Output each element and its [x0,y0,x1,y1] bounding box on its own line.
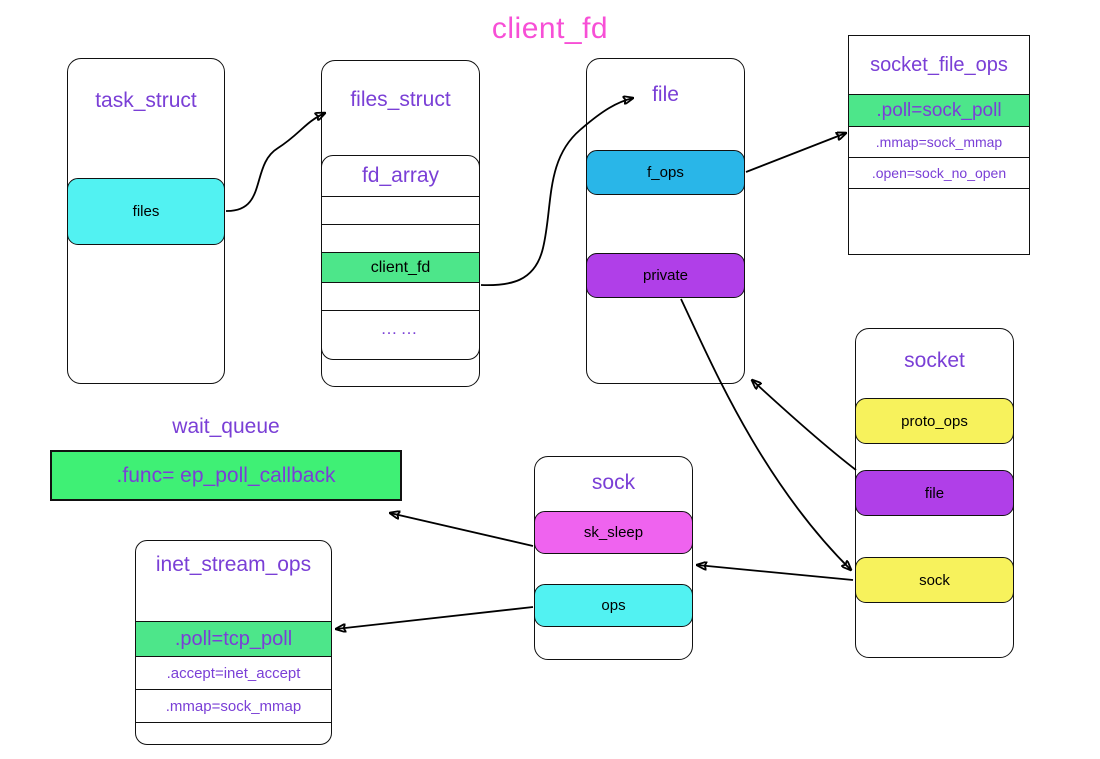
fd-array-frame: fd_array client_fd …… [321,155,480,360]
row-label: client_fd [370,258,431,276]
field-socket-sock[interactable]: sock [855,557,1014,603]
field-label: sock [919,571,950,589]
row-label: .poll=tcp_poll [174,627,293,650]
row-label: .poll=sock_poll [876,99,1002,121]
field-socket-proto-ops[interactable]: proto_ops [855,398,1014,444]
field-file-private[interactable]: private [586,253,745,298]
fd-array-row-client-fd[interactable]: client_fd [322,252,479,282]
field-label: files [132,203,160,220]
socket-file-ops-label: socket_file_ops [870,53,1008,76]
field-label: ops [601,597,626,614]
socket-label: socket [904,349,965,372]
connector-socket-file-to-file [752,380,857,471]
wait-queue-label: wait_queue [172,415,280,438]
inet-stream-ops-row-poll[interactable]: .poll=tcp_poll [136,621,331,656]
wait-queue-entry-label: .func= ep_poll_callback [116,463,336,487]
connector-socket-sock-to-sock [697,565,854,581]
field-label: proto_ops [901,412,968,430]
inet-stream-ops-row-mmap[interactable]: .mmap=sock_mmap [136,689,331,722]
fd-array-row[interactable] [322,196,479,224]
field-file-f-ops[interactable]: f_ops [586,150,745,195]
page-title: client_fd [491,12,609,45]
field-sock-ops[interactable]: ops [534,584,693,627]
file-label: file [652,83,679,106]
field-label: f_ops [647,164,684,181]
wait-queue-entry[interactable]: .func= ep_poll_callback [50,450,402,501]
connector-sk-sleep-to-wait-queue [390,513,534,547]
fd-array-row-ellipsis: …… [322,310,479,346]
field-socket-file[interactable]: file [855,470,1014,516]
struct-file: file [586,58,745,384]
struct-sock: sock [534,456,693,660]
field-sock-sk-sleep[interactable]: sk_sleep [534,511,693,554]
task-struct-label: task_struct [95,89,197,112]
struct-socket-file-ops: socket_file_ops .poll=sock_poll .mmap=so… [848,35,1030,255]
socket-file-ops-row-mmap[interactable]: .mmap=sock_mmap [849,126,1029,157]
fd-array-row[interactable] [322,224,479,252]
connector-ops-to-inet-stream-ops [336,606,534,629]
field-label: sk_sleep [583,524,644,541]
connector-f-ops-to-socket-file-ops [745,133,846,173]
socket-file-ops-row-poll[interactable]: .poll=sock_poll [849,94,1029,126]
socket-file-ops-row-empty[interactable] [849,188,1029,254]
fd-array-label: fd_array [361,164,440,187]
field-task-struct-files[interactable]: files [67,178,225,245]
field-label: private [642,267,689,284]
struct-inet-stream-ops: inet_stream_ops .poll=tcp_poll .accept=i… [135,540,332,745]
field-label: file [924,484,945,502]
connector-files-to-files-struct [225,113,325,212]
socket-file-ops-row-open[interactable]: .open=sock_no_open [849,157,1029,188]
inet-stream-ops-row-accept[interactable]: .accept=inet_accept [136,656,331,689]
inet-stream-ops-row-empty[interactable] [136,722,331,744]
fd-array-row[interactable] [322,282,479,310]
sock-label: sock [591,471,636,494]
inet-stream-ops-label: inet_stream_ops [155,553,312,576]
files-struct-label: files_struct [350,88,451,111]
